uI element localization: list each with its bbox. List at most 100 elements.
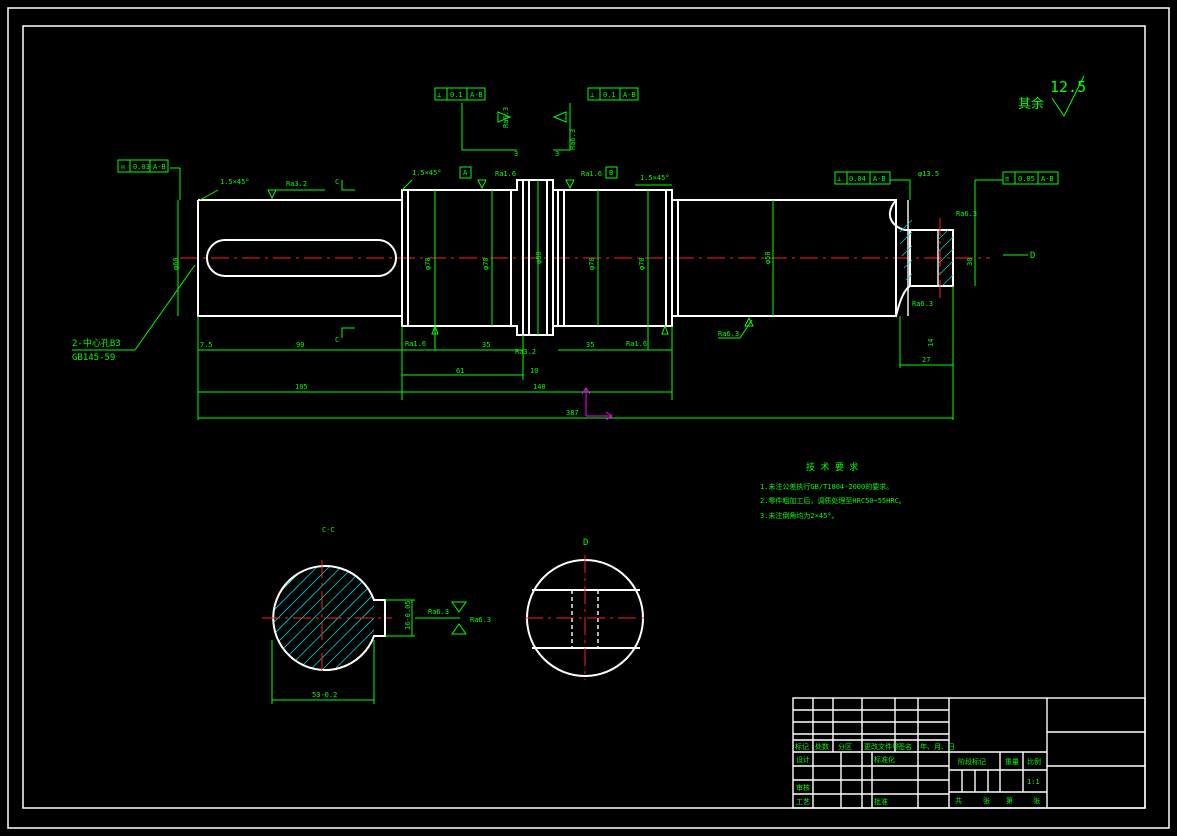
tech-requirements: 技 术 要 求 1.未注公差执行GB/T1804-2000的要求。 2.零件粗加… <box>760 461 906 520</box>
svg-text:比例: 比例 <box>1027 757 1041 766</box>
svg-text:A-B: A-B <box>153 163 166 171</box>
svg-text:35: 35 <box>586 341 594 349</box>
svg-text:1.未注公差执行GB/T1804-2000的要求。: 1.未注公差执行GB/T1804-2000的要求。 <box>760 482 893 491</box>
svg-text:140: 140 <box>533 383 546 391</box>
svg-text:处数: 处数 <box>815 742 829 751</box>
svg-text:105: 105 <box>295 383 308 391</box>
svg-text:Ra6.3: Ra6.3 <box>718 330 739 338</box>
svg-text:分区: 分区 <box>838 742 852 751</box>
svg-text:D: D <box>583 538 588 548</box>
view-d: D <box>525 538 648 680</box>
svg-text:φ80: φ80 <box>535 251 543 264</box>
linear-dims: 7.5 90 35 61 10 35 105 140 387 14 27 3 3 <box>200 150 935 417</box>
svg-text:阶段标记: 阶段标记 <box>958 757 986 766</box>
svg-text:2-中心孔B3: 2-中心孔B3 <box>72 337 121 349</box>
svg-text:35: 35 <box>482 341 490 349</box>
svg-text:53-0.2: 53-0.2 <box>312 691 337 699</box>
datum-b: B <box>605 166 618 179</box>
svg-text:⊥: ⊥ <box>837 175 841 183</box>
svg-text:φ60: φ60 <box>172 257 180 270</box>
svg-text:φ70: φ70 <box>424 257 432 270</box>
svg-text:0.1: 0.1 <box>450 91 463 99</box>
svg-text:27: 27 <box>922 356 930 364</box>
svg-text:张: 张 <box>1033 796 1040 805</box>
svg-text:张: 张 <box>983 796 990 805</box>
svg-text:重量: 重量 <box>1005 758 1019 766</box>
title-block: 标记 处数 分区 更改文件号 签名 年、月、日 设计 标准化 审核 工艺 批准 … <box>792 697 1146 809</box>
svg-text:1:1: 1:1 <box>1027 778 1040 786</box>
svg-text:2.零件粗加工后，调质处理至HRC50~55HRC。: 2.零件粗加工后，调质处理至HRC50~55HRC。 <box>760 496 906 505</box>
svg-text:A: A <box>463 169 468 177</box>
svg-text:Ra3.2: Ra3.2 <box>286 180 307 188</box>
svg-text:Ra6.3: Ra6.3 <box>912 300 933 308</box>
tol-frame-symmetry: ≡ 0.05 A-B <box>1002 171 1059 185</box>
shaft-outline <box>197 179 954 336</box>
svg-text:A-B: A-B <box>470 91 483 99</box>
chamfer-labels: 1.5×45° 1.5×45° 1.5×45° <box>220 169 670 186</box>
svg-text:批准: 批准 <box>874 797 888 806</box>
tol-symbol: ◎ <box>121 163 126 171</box>
tol-frame-perp-left: ⊥ 0.1 A-B <box>434 87 486 101</box>
roughness-labels: Ra3.2 Ra1.6 Ra1.6 Ra1.6 Ra1.6 Ra3.2 Ra6.… <box>267 107 977 356</box>
svg-text:7.5: 7.5 <box>200 341 213 349</box>
dimension-lines <box>72 103 1028 420</box>
svg-text:16-0.05: 16-0.05 <box>404 600 412 630</box>
view-arrow-d: D <box>1030 251 1035 261</box>
svg-text:0.05: 0.05 <box>1018 175 1035 183</box>
svg-text:3: 3 <box>555 150 559 158</box>
svg-text:⊥: ⊥ <box>437 91 441 99</box>
svg-text:0.04: 0.04 <box>849 175 866 183</box>
svg-text:≡: ≡ <box>1005 175 1009 183</box>
svg-text:C-C: C-C <box>322 526 335 534</box>
svg-text:1.5×45°: 1.5×45° <box>220 178 250 186</box>
svg-text:A-B: A-B <box>873 175 886 183</box>
svg-text:0.03: 0.03 <box>133 163 150 171</box>
svg-text:61: 61 <box>456 367 464 375</box>
svg-text:Ra6.3: Ra6.3 <box>569 129 577 150</box>
outer-border <box>7 7 1170 829</box>
svg-text:3.未注倒角均为2×45°。: 3.未注倒角均为2×45°。 <box>760 511 839 520</box>
svg-text:14: 14 <box>927 339 935 347</box>
svg-text:其余: 其余 <box>1018 96 1044 112</box>
svg-text:Ra6.3: Ra6.3 <box>502 107 510 128</box>
svg-text:90: 90 <box>296 341 304 349</box>
svg-text:12.5: 12.5 <box>1050 78 1086 96</box>
svg-text:0.1: 0.1 <box>603 91 616 99</box>
svg-text:更改文件号: 更改文件号 <box>864 742 899 751</box>
svg-text:年、月、日: 年、月、日 <box>920 742 955 751</box>
svg-text:φ70: φ70 <box>482 257 490 270</box>
keyway-slot <box>206 239 397 277</box>
svg-text:技 术 要 求: 技 术 要 求 <box>806 461 858 473</box>
tol-frame-perp-right: ⊥ 0.1 A-B <box>587 87 639 101</box>
svg-text:3: 3 <box>514 150 518 158</box>
svg-text:φ70: φ70 <box>638 257 646 270</box>
svg-text:共: 共 <box>955 796 962 805</box>
roughness-other: 其余 12.5 <box>1018 75 1086 117</box>
svg-text:工艺: 工艺 <box>796 798 810 806</box>
ucs-icon <box>581 387 613 421</box>
svg-text:Ra6.3: Ra6.3 <box>428 608 449 616</box>
svg-text:1.5×45°: 1.5×45° <box>640 174 670 182</box>
svg-text:φ50: φ50 <box>764 251 772 264</box>
svg-text:30: 30 <box>966 258 974 266</box>
svg-text:Ra6.3: Ra6.3 <box>956 210 977 218</box>
svg-text:B: B <box>609 169 613 177</box>
svg-text:1.5×45°: 1.5×45° <box>412 169 442 177</box>
svg-text:387: 387 <box>566 409 579 417</box>
tol-frame-perp-end: ⊥ 0.04 A-B <box>834 171 891 185</box>
drawing-border <box>22 25 1146 809</box>
svg-text:Ra6.3: Ra6.3 <box>470 616 491 624</box>
svg-text:第: 第 <box>1006 796 1013 805</box>
svg-text:Ra3.2: Ra3.2 <box>515 348 536 356</box>
datum-a: A <box>459 166 472 179</box>
section-mark-c-top: C <box>335 178 339 186</box>
svg-text:A-B: A-B <box>623 91 636 99</box>
svg-text:标准化: 标准化 <box>874 755 895 764</box>
section-mark-c-bottom: C <box>335 336 339 344</box>
svg-text:Ra1.6: Ra1.6 <box>581 170 602 178</box>
svg-text:φ13.5: φ13.5 <box>918 170 939 178</box>
svg-text:标记: 标记 <box>795 742 809 751</box>
svg-text:设计: 设计 <box>796 755 810 764</box>
svg-text:签名: 签名 <box>898 742 912 751</box>
